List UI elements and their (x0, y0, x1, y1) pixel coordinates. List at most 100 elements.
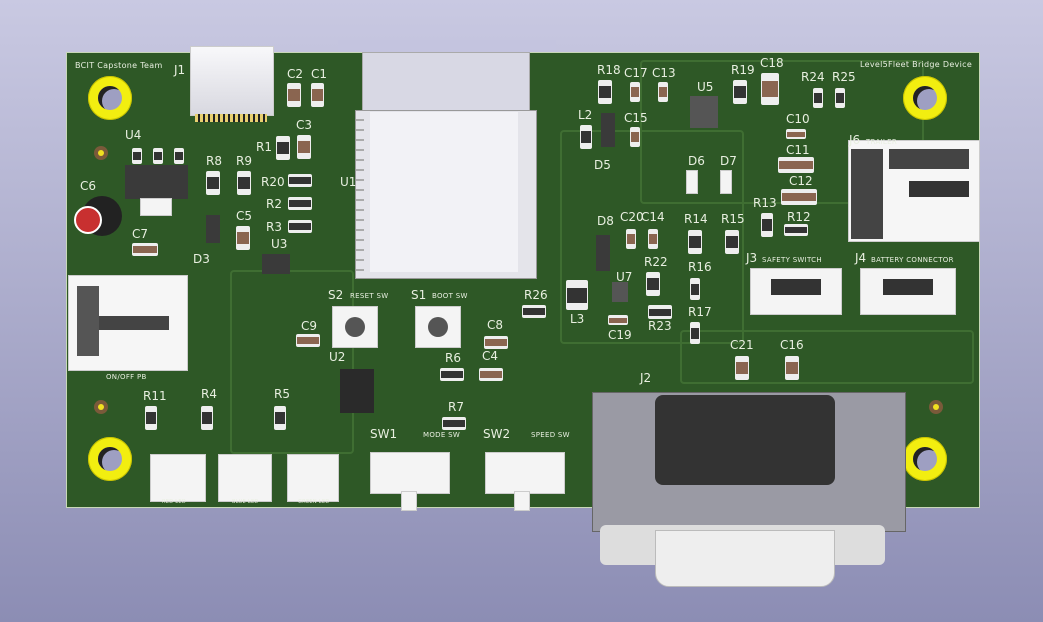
mode-silk: MODE SW (423, 431, 461, 439)
j3-silk: SAFETY SWITCH (762, 256, 822, 264)
resistor (690, 322, 700, 344)
capacitor (630, 82, 640, 102)
ref-R15: R15 (721, 212, 745, 226)
ref-R25: R25 (832, 70, 856, 84)
capacitor (630, 127, 640, 147)
capacitor (132, 243, 158, 256)
ref-S1: S1 (411, 288, 427, 302)
ref-J6: J6 (849, 133, 861, 147)
ref-S2: S2 (328, 288, 344, 302)
resistor (201, 406, 213, 430)
boot-button[interactable] (415, 306, 461, 348)
resistor (522, 305, 546, 318)
capacitor (735, 356, 749, 380)
ref-R17: R17 (688, 305, 712, 319)
ref-R11: R11 (143, 389, 167, 403)
resistor (690, 278, 700, 300)
team-label: BCIT Capstone Team (75, 61, 163, 70)
reset-button[interactable] (332, 306, 378, 348)
ref-SW1: SW1 (370, 427, 398, 441)
ref-U3: U3 (271, 237, 288, 251)
ref-R14: R14 (684, 212, 708, 226)
red-led-silk: RED LED (162, 499, 186, 505)
ref-R20: R20 (261, 175, 285, 189)
j4-silk: BATTERY CONNECTOR (871, 256, 954, 264)
ref-C13: C13 (652, 66, 676, 80)
ref-SW2: SW2 (483, 427, 511, 441)
board-title: Level5Fleet Bridge Device (860, 60, 973, 69)
resistor (646, 272, 660, 296)
ref-L3: L3 (570, 312, 585, 326)
ref-R5: R5 (274, 387, 290, 401)
ic-u2 (340, 369, 374, 413)
ref-R13: R13 (753, 196, 777, 210)
capacitor (484, 336, 508, 349)
ref-C4: C4 (482, 349, 499, 363)
ref-R18: R18 (597, 63, 621, 77)
resistor (442, 417, 466, 430)
trace (680, 330, 974, 384)
ref-J1: J1 (174, 63, 186, 77)
ref-C8: C8 (487, 318, 504, 332)
ref-R4: R4 (201, 387, 217, 401)
ic-u7 (612, 282, 628, 302)
speed-slide-switch[interactable] (485, 452, 565, 511)
ref-R26: R26 (524, 288, 548, 302)
ref-R8: R8 (206, 154, 222, 168)
ref-C7: C7 (132, 227, 149, 241)
resistor (835, 88, 845, 108)
ref-U5: U5 (697, 80, 714, 94)
ref-C18: C18 (760, 56, 784, 70)
ref-D7: D7 (720, 154, 737, 168)
resistor (784, 224, 808, 236)
via (929, 400, 943, 414)
pad (132, 148, 142, 164)
red-led-connector (150, 454, 206, 502)
ref-R22: R22 (644, 255, 668, 269)
capacitor-brand-mark (74, 206, 102, 234)
db9-plug (655, 530, 835, 587)
green-led-silk: GREEN LED (298, 499, 330, 505)
inductor (580, 125, 592, 149)
trace (560, 130, 744, 344)
ref-R6: R6 (445, 351, 461, 365)
mode-slide-switch[interactable] (370, 452, 450, 511)
resistor (145, 406, 157, 430)
ref-U1: U1 (340, 175, 357, 189)
ref-C14: C14 (641, 210, 665, 224)
resistor (688, 230, 702, 254)
blue-led-connector (218, 454, 272, 502)
ref-R1: R1 (256, 140, 272, 154)
mounting-hole (88, 76, 132, 120)
resistor (288, 197, 312, 210)
esp32-antenna (362, 52, 530, 112)
regulator-u4 (125, 165, 188, 199)
ref-D8: D8 (597, 214, 614, 228)
ref-R3: R3 (266, 220, 282, 234)
db9-body (655, 395, 835, 485)
onoff-silk: ON/OFF PB (106, 373, 147, 381)
ref-C5: C5 (236, 209, 253, 223)
ref-D5: D5 (594, 158, 611, 172)
ref-R12: R12 (787, 210, 811, 224)
usb-c-connector (190, 46, 274, 116)
capacitor (297, 135, 311, 159)
capacitor (236, 226, 250, 250)
diode (596, 235, 610, 271)
power-connector (68, 275, 188, 371)
resistor (725, 230, 739, 254)
ref-C11: C11 (786, 143, 810, 157)
ref-C17: C17 (624, 66, 648, 80)
ref-D6: D6 (688, 154, 705, 168)
ref-C20: C20 (620, 210, 644, 224)
esp32-shield (370, 112, 518, 272)
trailer-connector (848, 140, 980, 242)
resistor (761, 213, 773, 237)
resistor (598, 80, 612, 104)
capacitor (626, 229, 636, 249)
capacitor (648, 229, 658, 249)
mounting-hole (88, 437, 132, 481)
ref-C9: C9 (301, 319, 318, 333)
ref-C6: C6 (80, 179, 97, 193)
battery-connector (860, 268, 956, 315)
